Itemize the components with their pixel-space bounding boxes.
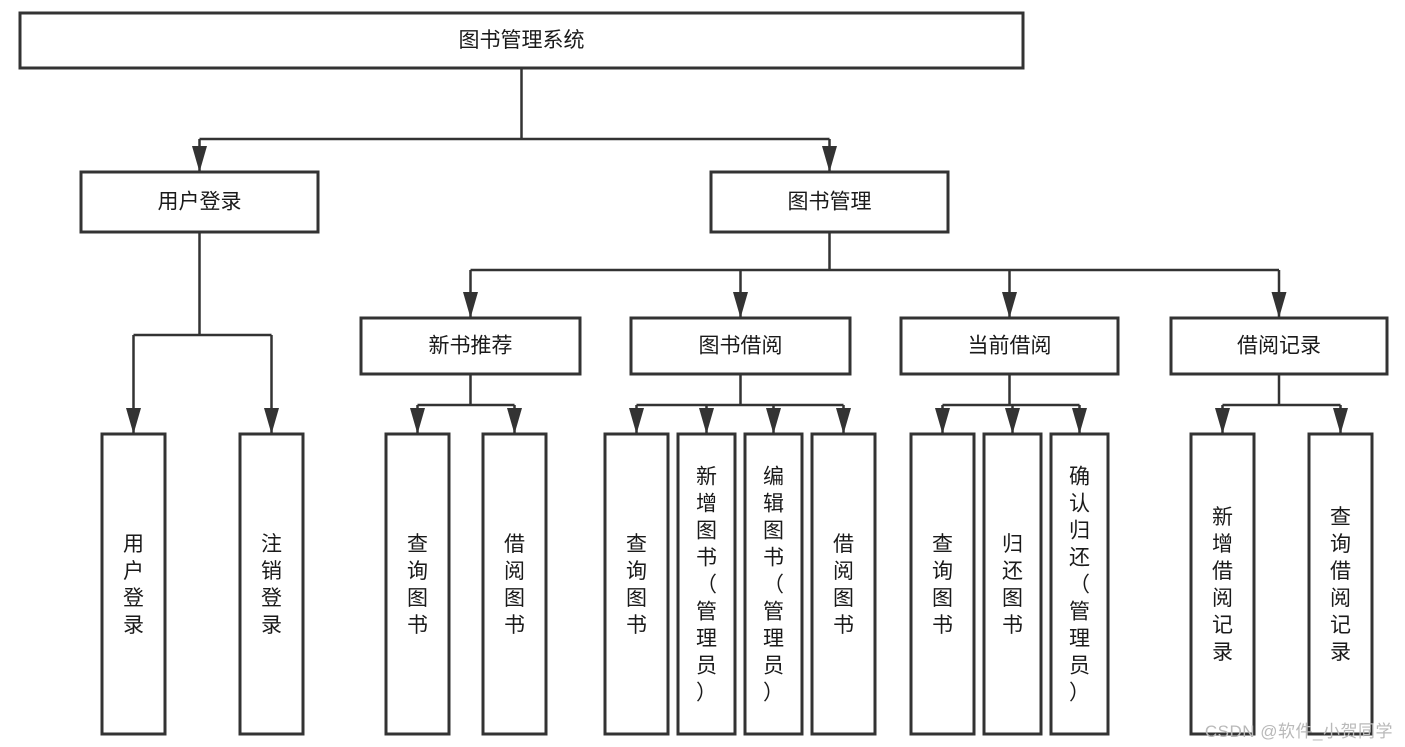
node-box-new-book-recommend [359, 316, 582, 376]
node-leaf-query-borrow-record[interactable]: 查询借阅记录 [1307, 432, 1374, 736]
arrow-head-to-leaf-query-book-current [935, 408, 950, 434]
arrow-head-to-leaf-query-book-borrow [629, 408, 644, 434]
node-new-book-recommend[interactable]: 新书推荐 [359, 316, 582, 376]
node-box-leaf-add-borrow-record [1189, 432, 1256, 736]
arrow-head-to-leaf-borrow-book-recommend [507, 408, 522, 434]
node-leaf-query-book-recommend[interactable]: 查询图书 [384, 432, 451, 736]
arrow-head-to-new-book-recommend [463, 292, 478, 318]
node-box-leaf-return-book [982, 432, 1043, 736]
node-label-book-management: 图书管理 [788, 191, 872, 214]
arrow-head-to-leaf-confirm-return-admin [1072, 408, 1087, 434]
node-label-current-borrow: 当前借阅 [968, 335, 1052, 358]
node-box-leaf-user-login [100, 432, 167, 736]
node-book-management[interactable]: 图书管理 [709, 170, 950, 234]
connector-layer [126, 68, 1348, 434]
node-box-leaf-borrow-book-recommend [481, 432, 548, 736]
node-leaf-add-book-admin[interactable]: 新增图书（管理员） [676, 432, 737, 736]
node-label-leaf-user-logout: 注销登录 [261, 533, 282, 637]
node-box-leaf-query-book-current [909, 432, 976, 736]
node-leaf-user-logout[interactable]: 注销登录 [238, 432, 305, 736]
node-label-borrow-records: 借阅记录 [1237, 335, 1321, 358]
arrow-head-to-leaf-user-logout [264, 408, 279, 434]
node-label-leaf-return-book: 归还图书 [1002, 533, 1023, 637]
arrow-head-to-leaf-user-login [126, 408, 141, 434]
watermark-text: CSDN @软件_小贺同学 [1204, 722, 1393, 741]
node-box-current-borrow [899, 316, 1120, 376]
node-box-user-login [79, 170, 320, 234]
arrow-head-to-leaf-add-borrow-record [1215, 408, 1230, 434]
node-label-leaf-borrow-book-recommend: 借阅图书 [504, 533, 525, 637]
arrow-head-to-leaf-query-book-recommend [410, 408, 425, 434]
node-box-leaf-confirm-return-admin [1049, 432, 1110, 736]
node-label-leaf-confirm-return-admin: 确认归还（管理员） [1069, 466, 1090, 705]
node-box-leaf-user-logout [238, 432, 305, 736]
node-leaf-return-book[interactable]: 归还图书 [982, 432, 1043, 736]
node-borrow-records[interactable]: 借阅记录 [1169, 316, 1389, 376]
node-leaf-add-borrow-record[interactable]: 新增借阅记录 [1189, 432, 1256, 736]
node-box-leaf-query-borrow-record [1307, 432, 1374, 736]
node-box-book-management [709, 170, 950, 234]
node-label-leaf-query-book-current: 查询图书 [932, 533, 953, 637]
arrow-head-to-user-login [192, 146, 207, 172]
node-box-leaf-query-book-borrow [603, 432, 670, 736]
node-root[interactable]: 图书管理系统 [18, 11, 1025, 70]
node-label-root: 图书管理系统 [459, 29, 585, 52]
node-box-leaf-query-book-recommend [384, 432, 451, 736]
node-box-book-borrow [629, 316, 852, 376]
node-label-leaf-add-borrow-record: 新增借阅记录 [1212, 506, 1233, 664]
node-label-leaf-user-login: 用户登录 [123, 533, 144, 637]
node-leaf-borrow-book-recommend[interactable]: 借阅图书 [481, 432, 548, 736]
node-book-borrow[interactable]: 图书借阅 [629, 316, 852, 376]
node-box-leaf-add-book-admin [676, 432, 737, 736]
node-box-root [18, 11, 1025, 70]
node-leaf-query-book-borrow[interactable]: 查询图书 [603, 432, 670, 736]
node-leaf-edit-book-admin[interactable]: 编辑图书（管理员） [743, 432, 804, 736]
arrow-head-to-leaf-query-borrow-record [1333, 408, 1348, 434]
node-leaf-query-book-current[interactable]: 查询图书 [909, 432, 976, 736]
node-box-borrow-records [1169, 316, 1389, 376]
node-label-leaf-add-book-admin: 新增图书（管理员） [696, 466, 717, 705]
node-user-login[interactable]: 用户登录 [79, 170, 320, 234]
arrow-head-to-book-borrow [733, 292, 748, 318]
node-leaf-user-login[interactable]: 用户登录 [100, 432, 167, 736]
node-current-borrow[interactable]: 当前借阅 [899, 316, 1120, 376]
arrow-head-to-leaf-borrow-book [836, 408, 851, 434]
node-box-leaf-edit-book-admin [743, 432, 804, 736]
arrow-head-to-borrow-records [1271, 292, 1287, 318]
node-label-leaf-edit-book-admin: 编辑图书（管理员） [763, 466, 784, 705]
node-label-book-borrow: 图书借阅 [699, 335, 783, 358]
node-label-leaf-borrow-book: 借阅图书 [833, 533, 854, 637]
node-box-leaf-borrow-book [810, 432, 877, 736]
arrow-head-to-current-borrow [1002, 292, 1017, 318]
arrow-head-to-leaf-edit-book-admin [766, 408, 781, 434]
node-leaf-confirm-return-admin[interactable]: 确认归还（管理员） [1049, 432, 1110, 736]
node-layer: 图书管理系统用户登录图书管理新书推荐图书借阅当前借阅借阅记录用户登录注销登录查询… [18, 11, 1389, 736]
arrow-head-to-leaf-add-book-admin [699, 408, 714, 434]
node-leaf-borrow-book[interactable]: 借阅图书 [810, 432, 877, 736]
node-label-leaf-query-book-borrow: 查询图书 [626, 533, 647, 637]
node-label-leaf-query-borrow-record: 查询借阅记录 [1330, 506, 1351, 664]
node-label-new-book-recommend: 新书推荐 [429, 335, 513, 358]
arrow-head-to-book-management [822, 146, 837, 172]
node-label-leaf-query-book-recommend: 查询图书 [407, 533, 428, 637]
arrow-head-to-leaf-return-book [1005, 408, 1020, 434]
node-label-user-login: 用户登录 [158, 191, 242, 214]
